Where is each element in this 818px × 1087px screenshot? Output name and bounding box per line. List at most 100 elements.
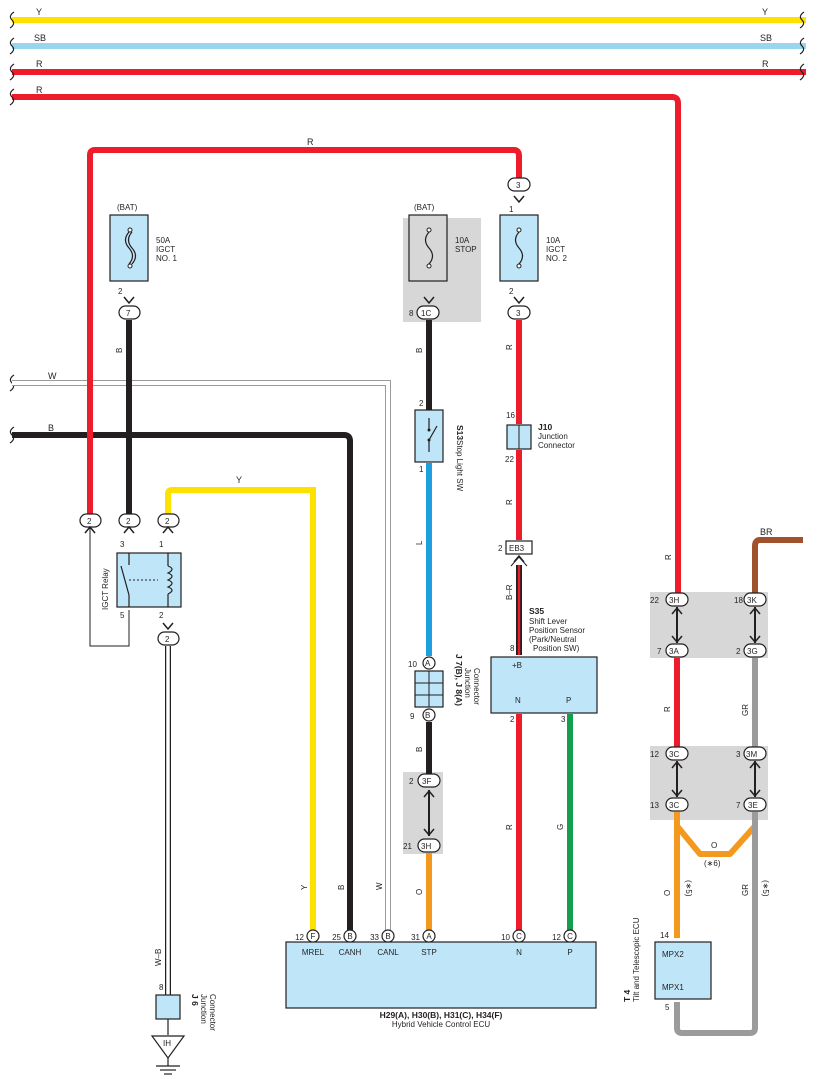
fuse-stop [408,214,448,282]
wb-label: W–B [154,949,163,966]
hv-ecu-pin-connector: A [426,932,432,941]
gr-ecu-label: GR [741,884,750,896]
igct1-pin-out: 2 [118,287,123,296]
b-j7-label: B [415,747,424,752]
igct2-pin-in: 1 [509,205,514,214]
relay-pin5: 5 [120,611,125,620]
s35-name1: Shift Lever [529,617,568,626]
s35-label-n: N [515,696,521,705]
hv-ecu-pin-label: N [516,948,522,957]
j6-name2: Connector [208,994,217,1031]
j6-code: J 6 [190,994,200,1006]
tilt-pin14: 14 [660,931,669,940]
hv-ecu-pin-connector: B [347,932,352,941]
hv-ecu-pin-number: 33 [370,933,379,942]
r-wire-feed [87,147,522,515]
j6-pin: 8 [159,983,164,992]
tilt-name: Tilt and Telescopic ECU [632,917,641,1002]
stop-rating: 10A [455,236,470,245]
s35-pin-n: 2 [510,715,515,724]
j6-ground: IH [163,1039,171,1048]
hv-ecu-pin-connector: F [311,932,316,941]
hv-ecu-pin-number: 12 [295,933,304,942]
igct2-rating: 10A [546,236,561,245]
s35-name4: Position SW) [533,644,580,653]
igct2-name2: NO. 2 [546,254,567,263]
igct1-name2: NO. 1 [156,254,177,263]
inline-3c-b-conn: 3C [669,801,679,810]
hv-ecu-pin-label: P [567,948,572,957]
r-3a-label: R [663,706,672,712]
hv-ecu-pin-connector: C [567,932,573,941]
inline-3h-conn: 3H [421,842,431,851]
relay-pin3: 3 [120,540,125,549]
hv-ecu-pin-terminal [381,929,395,943]
hv-ecu-code: H29(A), H30(B), H31(C), H34(F) [380,1010,503,1020]
bus-r-label-left: R [36,59,43,69]
inline-3h-r-conn: 3H [669,596,679,605]
igct2-name1: IGCT [546,245,565,254]
j7-pin-bot: 9 [410,712,415,721]
shift-lever-sensor [490,656,598,714]
b-wire-can [12,432,353,930]
s35-name3: (Park/Neutral [529,635,576,644]
hv-ecu-pin-label: STP [421,948,437,957]
stop-bat: (BAT) [414,203,435,212]
inline-3a-pin: 7 [657,647,662,656]
r-j10-label: R [505,499,514,505]
bus-y-label-left: Y [36,7,42,17]
s35-pin-b: 8 [510,644,515,653]
br-label-right: BR [760,527,773,537]
br-label: B–R [505,584,514,600]
inline-3k-conn: 3K [747,596,757,605]
relay-pin1: 1 [159,540,164,549]
star5a-label: (∗5) [684,880,693,897]
igct1-conn: 7 [126,309,131,318]
o-3h-label: O [415,889,424,895]
inline-3g-conn: 3G [747,647,758,656]
inline-3h-r-pin: 22 [650,596,659,605]
brace-marks [9,11,805,444]
j7-code: J 7(B), J 8(A) [454,654,464,706]
tilt-code: T 4 [622,989,632,1002]
hv-ecu-pin-terminal [512,929,526,943]
gr-3g-label: GR [741,704,750,716]
hv-ecu-pin-terminal [343,929,357,943]
o-wire-alt [674,824,758,857]
relay-pin2: 2 [159,611,164,620]
stop-conn: 1C [421,309,431,318]
r-top-label: R [307,137,314,147]
hv-ecu-pin-label: CANH [339,948,362,957]
hv-ecu-pin-number: 25 [332,933,341,942]
stop-sw-pin-bot: 1 [419,465,424,474]
w-bus-label: W [48,371,57,381]
inline-3k-pin: 18 [734,596,743,605]
j7-conn-top: A [425,659,431,668]
hv-ecu-name: Hybrid Vehicle Control ECU [392,1020,490,1029]
stop-name: STOP [455,245,477,254]
inline-3e-pin: 7 [736,801,741,810]
connector-eb3 [505,540,533,555]
hv-ecu-pin-number: 10 [501,933,510,942]
inline-3c-a-pin: 12 [650,750,659,759]
o-mid-label: O [711,841,717,850]
hv-ecu-pin-terminal [306,929,320,943]
j10-code: J10 [538,422,552,432]
s35-code: S35 [529,606,544,616]
b-stop-label: B [415,348,424,353]
igct1-bat: (BAT) [117,203,138,212]
j7-conn-bot: B [425,711,430,720]
stop-light-switch [414,409,444,463]
hv-ecu-pin-label: MREL [302,948,325,957]
hv-ecu-pin-connector: C [516,932,522,941]
star6-label: (∗6) [704,859,721,868]
inline-3g-pin: 2 [736,647,741,656]
bus-r-label-right: R [762,59,769,69]
j7-name2: Connector [472,668,481,705]
tilt-telescopic-ecu [654,941,712,1000]
inline-3f-pin: 2 [409,777,414,786]
igct1-rating: 50A [156,236,171,245]
hv-ecu-pin-number: 31 [411,933,420,942]
